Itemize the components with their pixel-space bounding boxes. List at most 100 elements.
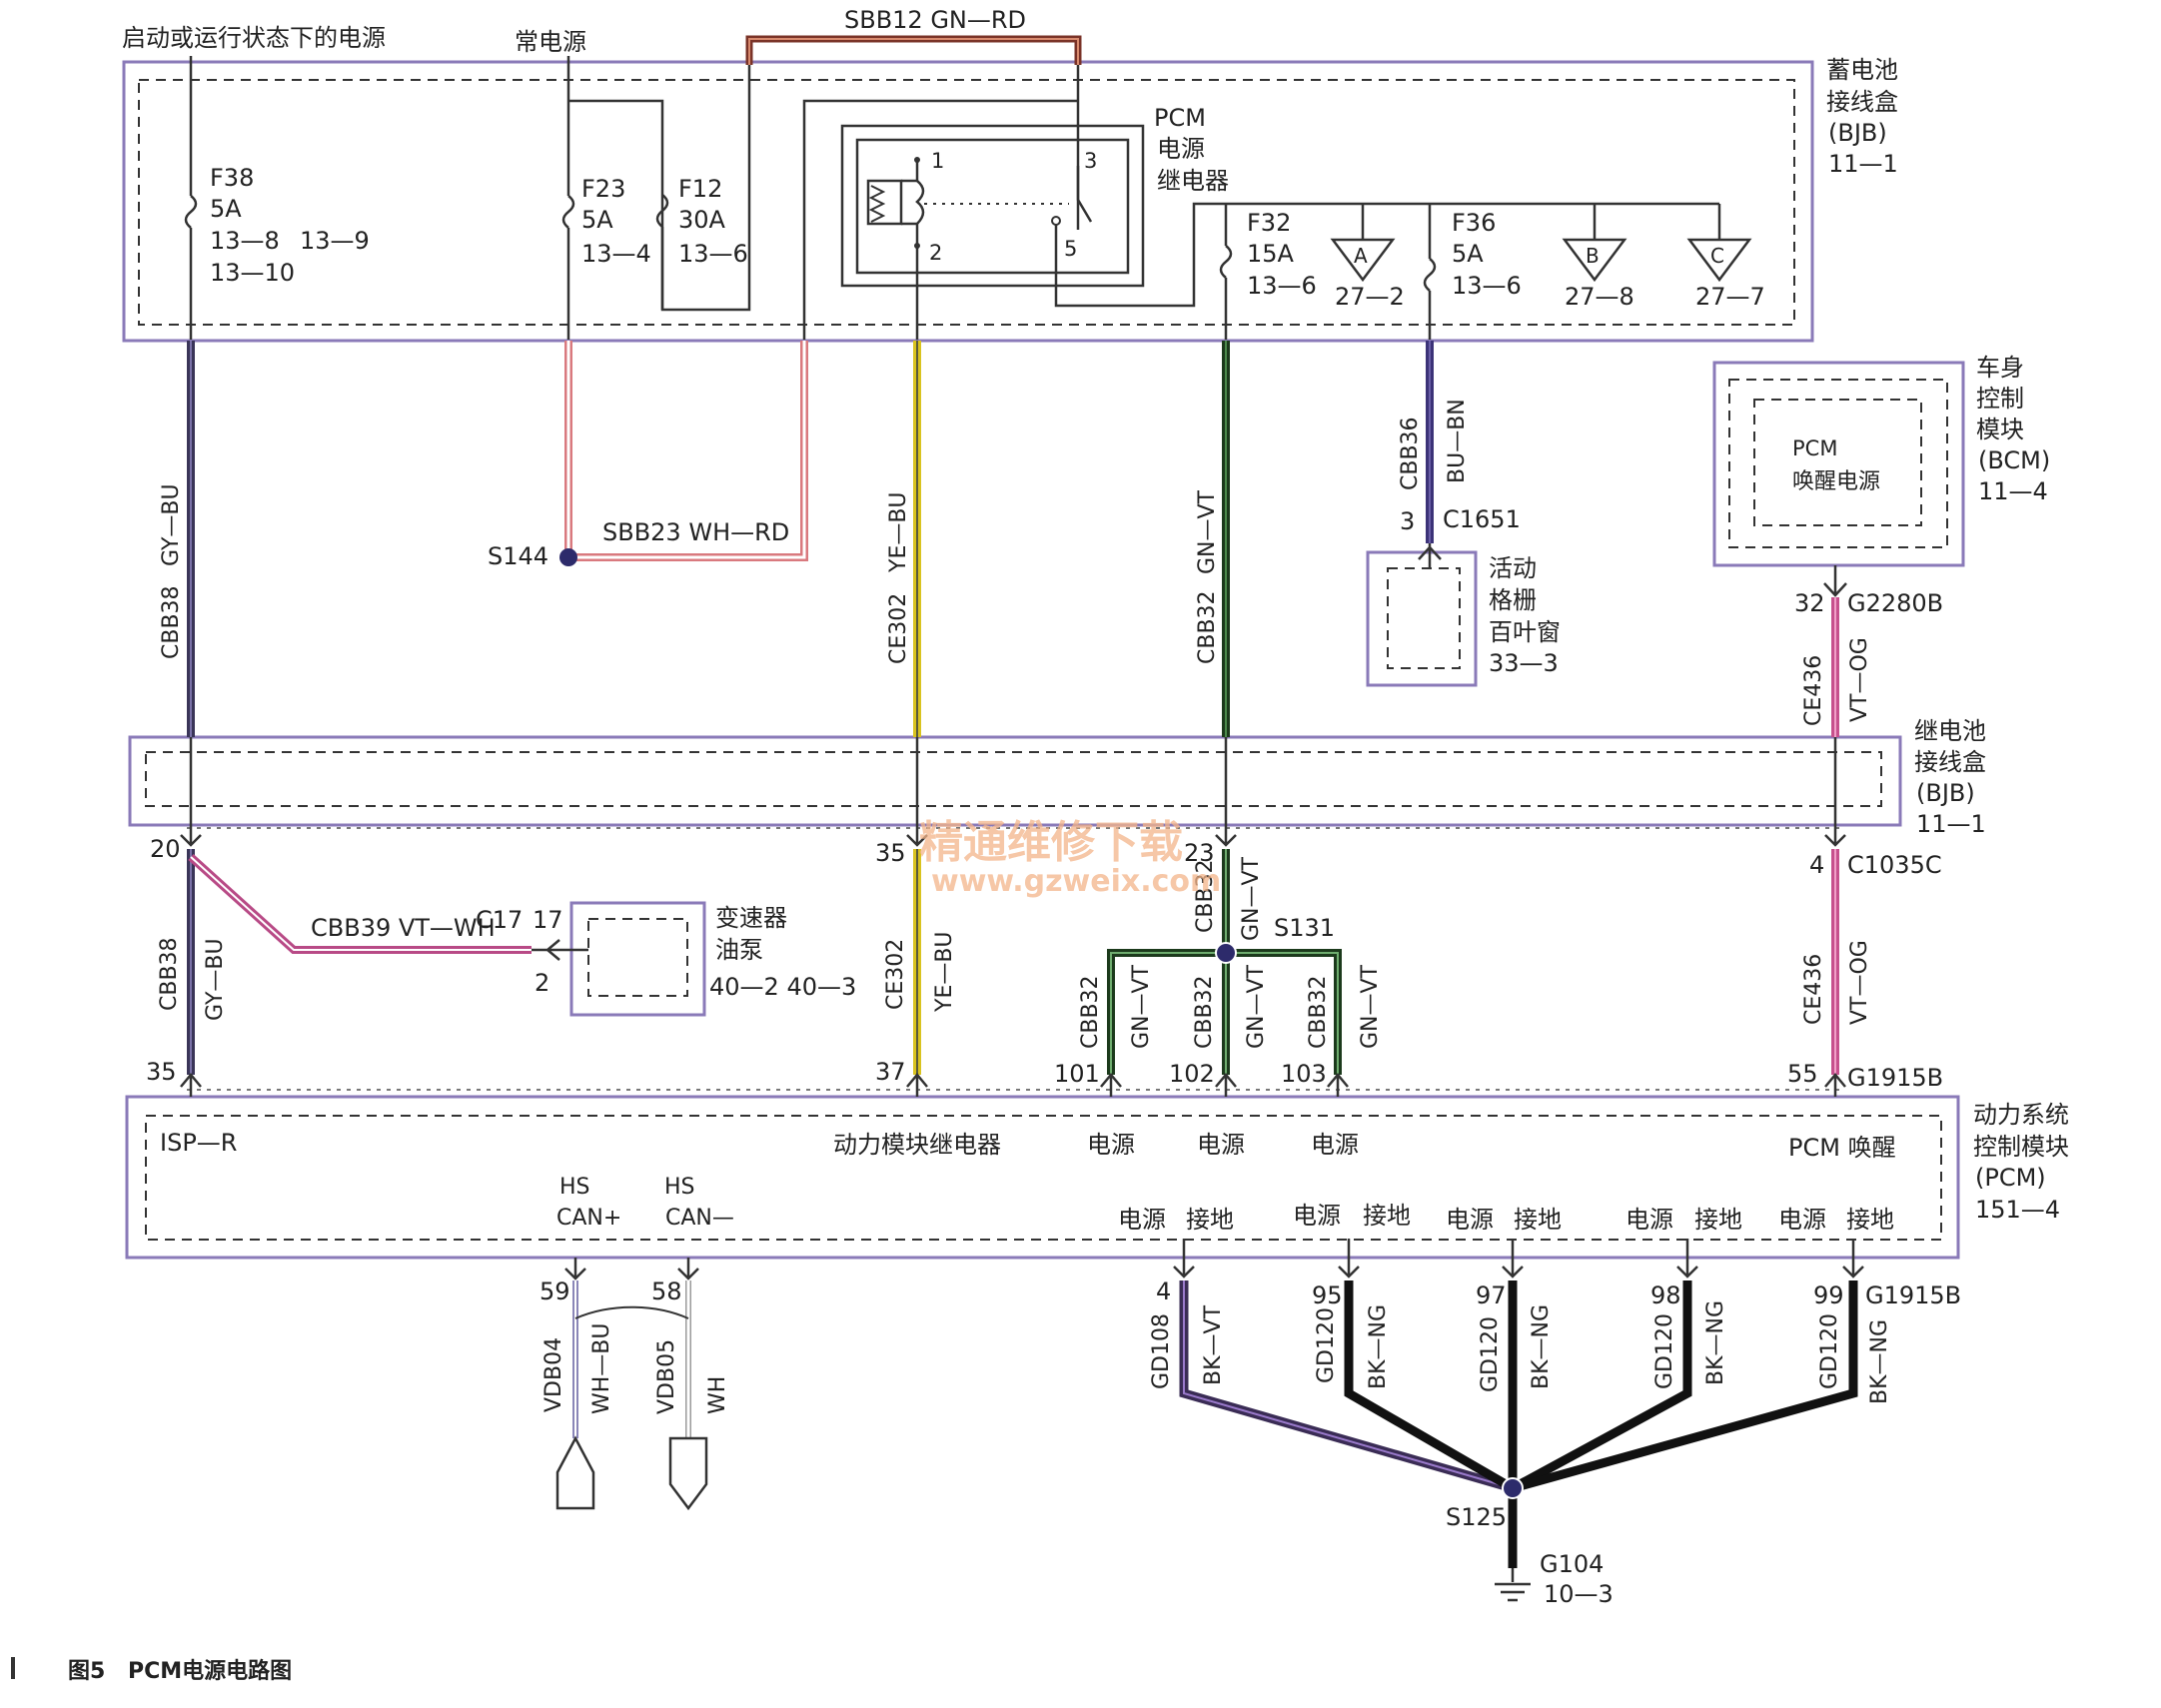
f36-rating: 5A [1452, 240, 1484, 268]
tri-c-letter: C [1710, 244, 1724, 268]
pump-l3: 40—2 40—3 [709, 973, 856, 1001]
bcm-inner2: 唤醒电源 [1792, 469, 1880, 494]
label-sbb12: SBB12 GN—RD [844, 6, 1026, 34]
gd120-97-color: BK—NG [1529, 1304, 1554, 1389]
shutter-l1: 活动 [1489, 554, 1537, 582]
cbb38-top-code: CBB38 [159, 585, 184, 659]
pcm-pg-0: 电源 [1118, 1206, 1166, 1234]
pcm-l1: 动力系统 [1973, 1101, 2069, 1129]
relay-pin3: 3 [1084, 149, 1097, 173]
tri-c-ref: 27—7 [1695, 283, 1765, 311]
f38-name: F38 [210, 164, 254, 192]
ground-symbol [1495, 1568, 1531, 1602]
ce436-bot-color: VT—OG [1847, 940, 1872, 1025]
pin-4: 4 [1156, 1278, 1171, 1305]
pcm-isp: ISP—R [160, 1129, 237, 1157]
cbb38-bot-code: CBB38 [157, 937, 182, 1011]
cbb39-label: CBB39 VT—WH [311, 914, 496, 942]
relay-contact-dot [1051, 216, 1061, 226]
f38-ref2: 13—9 [300, 227, 370, 255]
s144-label: S144 [488, 542, 548, 570]
ce436-top-color: VT—OG [1847, 637, 1872, 722]
relay-coil-wire [901, 160, 919, 246]
cbb32-top-color: GN—VT [1195, 489, 1220, 574]
c1651-label: C1651 [1443, 505, 1521, 533]
relay-pin5-out [1054, 202, 1226, 308]
pcm-can-n: CAN— [665, 1206, 734, 1231]
cbb32-101-color: GN—VT [1129, 964, 1154, 1049]
c17-arrow [532, 939, 588, 961]
relay-l2: 电源 [1157, 135, 1205, 163]
ce302-top-code: CE302 [886, 593, 911, 664]
relay-inner-box [855, 138, 1130, 275]
pump-l1: 变速器 [715, 904, 787, 932]
caption-bar [11, 1657, 15, 1679]
tri-c-symbol [1686, 238, 1752, 283]
pcm-arrow-101 [1100, 1073, 1122, 1097]
cbb36-color: BU—BN [1445, 399, 1470, 483]
gnd-arrow-95 [1338, 1239, 1360, 1279]
tri-b-ref: 27—8 [1565, 283, 1634, 311]
relay-switch-contact [1076, 166, 1093, 223]
gd120-95-code: GD120 [1314, 1307, 1339, 1383]
f12-rating: 30A [678, 206, 726, 234]
cbb36-code: CBB36 [1398, 417, 1423, 490]
pcm-arrow-35 [180, 1073, 202, 1097]
pcm-pwr3: 电源 [1311, 1131, 1359, 1159]
pin-55: 55 [1787, 1060, 1818, 1088]
pin-2-pump: 2 [535, 969, 549, 997]
vdb04-color: WH—BU [589, 1323, 614, 1415]
bcm-l2: 控制 [1976, 385, 2024, 413]
pin-20: 20 [150, 835, 181, 863]
wire-gd120-98 [1510, 1281, 1692, 1492]
pcm-hs1: HS [559, 1175, 590, 1200]
pcm-wake: PCM 唤醒 [1788, 1134, 1896, 1162]
gd120-99-code: GD120 [1817, 1313, 1842, 1389]
caption-number: 图5 [68, 1659, 105, 1684]
pcm-pg-8: 电源 [1778, 1206, 1826, 1234]
bjb-top-l3: (BJB) [1828, 119, 1887, 147]
pcm-pwr1: 电源 [1087, 1131, 1135, 1159]
cbb32-101-code: CBB32 [1078, 975, 1103, 1049]
const-feed-line [566, 56, 664, 196]
pin-95: 95 [1312, 1281, 1343, 1309]
pcm-pg-2: 电源 [1293, 1202, 1341, 1230]
pcm-pwr2: 电源 [1197, 1131, 1245, 1159]
bjb-top-l1: 蓄电池 [1826, 56, 1898, 84]
splice-s125 [1502, 1477, 1524, 1499]
c-arrow-c1035c [1824, 825, 1846, 847]
sbb23-label: SBB23 WH—RD [602, 518, 789, 546]
pcm-arrow-103 [1327, 1073, 1349, 1097]
pcm-pg-1: 接地 [1186, 1206, 1234, 1234]
gnd-arrow-4 [1173, 1239, 1195, 1279]
gd120-98-code: GD120 [1652, 1313, 1677, 1389]
bjb-mid-l1: 继电池 [1914, 717, 1986, 745]
c17-label: C17 [476, 906, 523, 934]
pin-23: 23 [1184, 839, 1215, 867]
cbb32-103-code: CBB32 [1306, 975, 1331, 1049]
f38-ref1: 13—8 [210, 227, 280, 255]
cbb32-103-color: GN—VT [1358, 964, 1383, 1049]
pump-box [569, 901, 706, 1017]
relay-outer-box [840, 124, 1145, 288]
pcm-arrow-102 [1215, 1073, 1237, 1097]
can-twist-mark [574, 1305, 689, 1319]
wire-cbb39-core [190, 856, 532, 951]
ce302-top-color: YE—BU [886, 491, 911, 573]
can-connector-right [668, 1436, 708, 1511]
pin-37: 37 [875, 1058, 906, 1086]
can-connector-left [555, 1435, 595, 1510]
relay-coil-hump [915, 180, 925, 225]
pcm-pg-6: 电源 [1625, 1206, 1673, 1234]
bjb-mid-l4: 11—1 [1916, 810, 1986, 838]
relay-l1: PCM [1154, 104, 1206, 132]
f32-ref: 13—6 [1247, 272, 1317, 300]
pump-l2: 油泵 [715, 936, 763, 964]
fuse-f38-symbol [184, 195, 198, 229]
pcm-l2: 控制模块 [1973, 1133, 2069, 1161]
relay-pin5: 5 [1064, 237, 1077, 261]
tri-b-symbol [1562, 238, 1627, 283]
bjb-top-l4: 11—1 [1828, 150, 1898, 178]
c-arrow-23 [1215, 825, 1237, 847]
pin-17: 17 [533, 906, 563, 934]
